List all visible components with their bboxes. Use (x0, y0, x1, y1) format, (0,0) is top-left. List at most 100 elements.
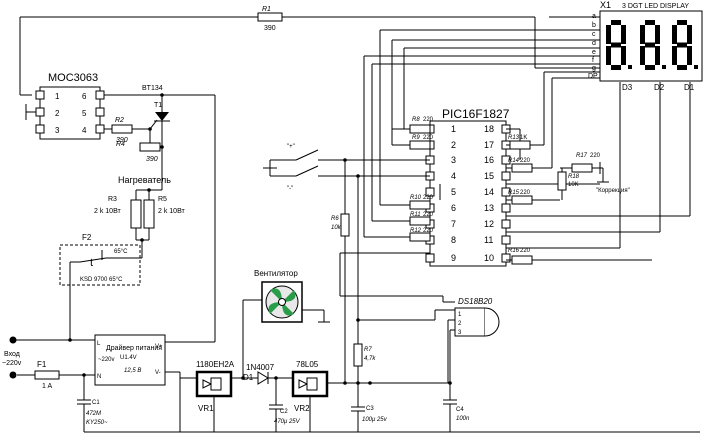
r7-value: 4,7k (364, 356, 376, 362)
r8-label: R8 (412, 117, 420, 123)
display-decimal-point (694, 65, 698, 69)
r12-value: 220 (423, 228, 434, 234)
c4-value: 100n (456, 416, 470, 422)
ds-pin-1: 1 (458, 312, 462, 318)
display-segment (606, 25, 611, 44)
display-segment (621, 46, 626, 65)
display-pin-dp: DP (588, 73, 598, 80)
pic-right-pin-pad (501, 187, 511, 197)
pic-right-pin-pad (501, 253, 511, 263)
display-segment (687, 46, 692, 65)
f2-thermal-fuse: F2 t 65°C KSD 9700 65°C (59, 233, 143, 290)
triac-part-label: BT134 (142, 85, 163, 92)
r9-value: 220 (423, 135, 434, 141)
heater-label: Нагреватель (118, 175, 171, 185)
r12-label: R12 (410, 228, 422, 234)
vr2-part: 78L05 (296, 360, 319, 369)
driver-vplus: V+ (155, 344, 163, 350)
display-pin-c: c (592, 31, 596, 38)
display-segment (645, 42, 655, 48)
c1-value-2: KY250~ (86, 420, 108, 426)
display-segment (677, 20, 687, 25)
input-label: Вход (4, 351, 20, 358)
c3-c4-capacitors: C3 100μ 25v C4 100n (351, 383, 470, 432)
display-segment (645, 20, 655, 25)
pic-right-pin-pad (501, 203, 511, 213)
r3-label: R3 (108, 196, 117, 203)
r1-value: 390 (264, 25, 276, 32)
display-segment (655, 46, 660, 65)
pic-left-pin-pad (425, 187, 435, 197)
display-decimal-point (628, 65, 632, 69)
ds-pin-3: 3 (458, 330, 462, 336)
driver-vminus: V- (155, 370, 161, 376)
display-segment (645, 65, 655, 70)
r1-label: R1 (262, 6, 271, 13)
display-wiring (363, 16, 691, 248)
f2-t-symbol: t (90, 257, 93, 269)
driver-vin: ~220v (98, 357, 115, 363)
pic-left-pin-number: 1 (451, 124, 456, 134)
digit-d3-label: D3 (622, 83, 633, 92)
digit-d2-label: D2 (654, 83, 665, 92)
r13-label: R13 (508, 135, 520, 141)
display-pin-d: d (592, 40, 596, 47)
moc-pin-5: 5 (82, 109, 87, 118)
vr1-regulator: 1180ЕН2А VR1 (195, 360, 248, 432)
r11-value: 220 (423, 212, 434, 218)
driver-l: L (97, 341, 101, 347)
pic-left-pin-number: 4 (451, 171, 456, 181)
r18-value: 10K (568, 182, 579, 188)
pic-right-pin-number: 14 (484, 187, 494, 197)
display-segment (677, 42, 687, 48)
moc-pin-1: 1 (55, 92, 60, 101)
vr2-label: VR2 (294, 404, 310, 413)
pic-left-pin-number: 5 (451, 187, 456, 197)
pic-right-pin-pad (501, 235, 511, 245)
r9-label: R9 (412, 135, 420, 141)
r13-value: 1K (520, 135, 527, 141)
r15-label: R15 (508, 190, 520, 196)
pic-left-pin-number: 7 (451, 219, 456, 229)
moc-pin-3: 3 (55, 126, 60, 135)
vr1-label: VR1 (198, 404, 214, 413)
display-segment (655, 25, 660, 44)
r10-label: R10 (410, 195, 422, 201)
display-segment (621, 25, 626, 44)
display-segment (640, 46, 645, 65)
f2-temp: 65°C (114, 249, 128, 255)
c1-value-1: 472M (86, 411, 101, 417)
r4-label: R4 (116, 141, 125, 148)
display-segment (672, 46, 677, 65)
pic-label: PIC16F1827 (442, 107, 510, 121)
display-segment (677, 65, 687, 70)
heater-resistors: Нагреватель R3 2 k 10Вт R5 2 k 10Вт (94, 175, 186, 242)
driver-u: U1.4V (120, 355, 137, 361)
f1-value: 1 A (42, 383, 52, 390)
display-pin-e: e (592, 49, 596, 56)
pic-right-pin-number: 17 (484, 140, 494, 150)
driver-title: Драйвер питания (106, 344, 162, 352)
pic-left-pin-pad (425, 253, 435, 263)
display-segment (640, 25, 645, 44)
display-segment (687, 25, 692, 44)
r5-value: 2 k 10Вт (158, 208, 186, 215)
moc-pin-2: 2 (55, 109, 60, 118)
ds18b20-sensor: DS18B20 1 2 3 (340, 295, 500, 383)
pic-right-pin-number: 11 (484, 235, 493, 245)
vr1-part: 1180ЕН2А (196, 360, 235, 369)
moc3063-optotriac: MOC3063 1 2 3 6 5 4 (25, 72, 118, 140)
c3-value: 100μ 25v (362, 417, 388, 423)
r18-label: R18 (568, 174, 580, 180)
r4-value: 390 (146, 156, 158, 163)
r17-value: 220 (590, 153, 601, 159)
ds-pin-2: 2 (458, 321, 462, 327)
f2-part: KSD 9700 65°C (80, 277, 123, 283)
pic-left-pin-number: 3 (451, 155, 456, 165)
vr2-regulator: 78L05 VR2 (291, 360, 452, 432)
d1-diode: 1N4007 D1 C2 470μ 25V (241, 299, 301, 432)
pic-right-pin-number: 18 (484, 124, 494, 134)
pic-right-pin-pad (501, 171, 511, 181)
